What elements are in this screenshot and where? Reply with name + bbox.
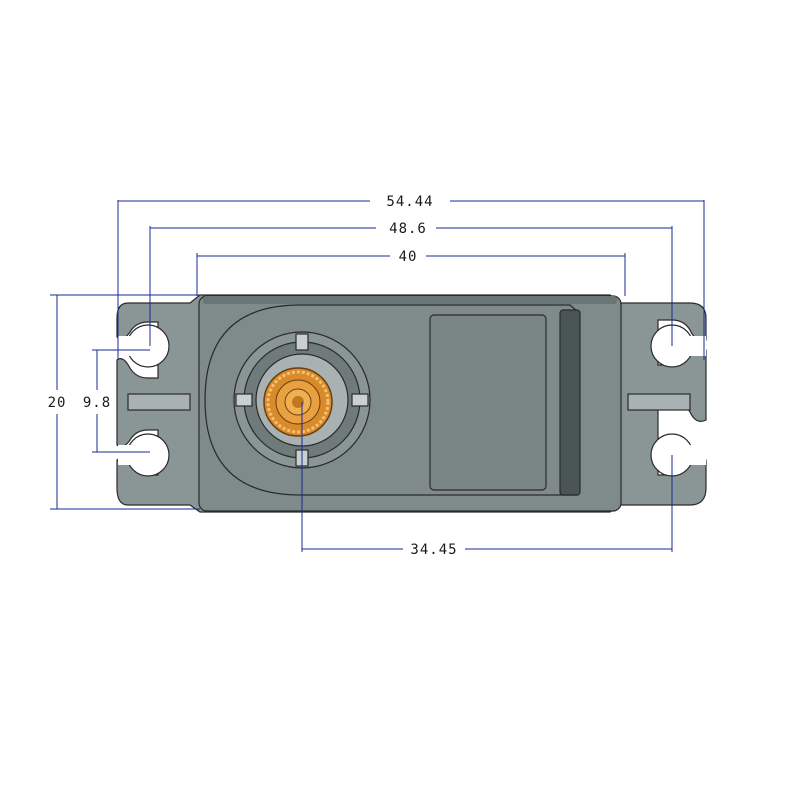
boss-notch-top bbox=[295, 333, 309, 351]
output-shaft-screw-center bbox=[292, 396, 304, 408]
dim-mounting-hole-spacing: 48.6 bbox=[389, 221, 427, 237]
tab-rib-left bbox=[127, 393, 191, 411]
label-panel bbox=[429, 314, 547, 491]
dim-body-width: 40 bbox=[399, 249, 418, 265]
dim-hole-vertical-spacing: 9.8 bbox=[83, 395, 111, 411]
dimension-annotations: 54.44 48.6 40 20 9.8 34.45 bbox=[48, 194, 705, 558]
dim-body-height: 20 bbox=[48, 395, 67, 411]
case-side-strip bbox=[559, 309, 581, 496]
boss-notch-left bbox=[235, 393, 253, 407]
boss-notch-right bbox=[351, 393, 369, 407]
output-spline-teeth bbox=[266, 370, 330, 434]
slot-bottom-left bbox=[118, 445, 148, 465]
slot-top-left bbox=[118, 336, 148, 356]
servo-body-group bbox=[116, 294, 707, 513]
servo-case-top-edge bbox=[203, 296, 617, 304]
dim-shaft-to-hole-offset: 34.45 bbox=[410, 542, 457, 558]
tab-rib-right bbox=[627, 393, 691, 411]
slot-top-right bbox=[672, 336, 706, 356]
slot-bottom-right bbox=[672, 445, 706, 465]
dim-overall-tab-width: 54.44 bbox=[386, 194, 433, 210]
